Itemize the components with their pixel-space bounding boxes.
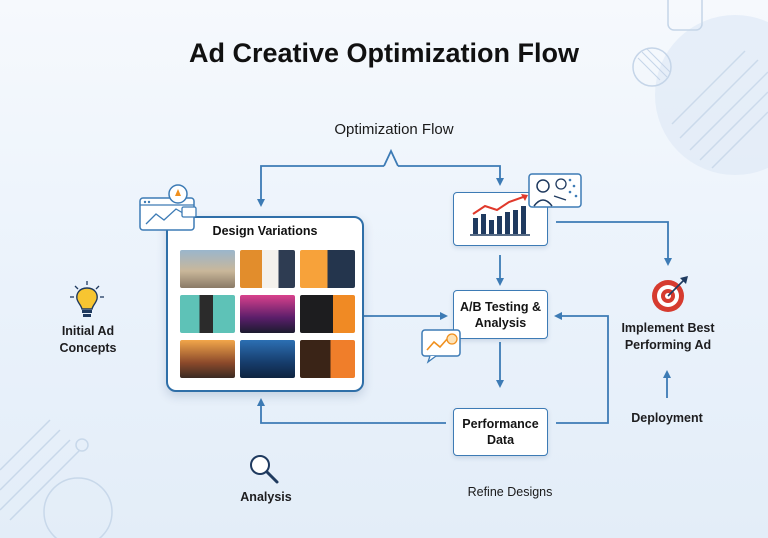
thumbnail-5: [240, 295, 295, 333]
optimization-flow-label: Optimization Flow: [334, 121, 454, 138]
arrow-chart-to-target: [556, 221, 672, 266]
performance-data-line1: Performance: [462, 417, 539, 431]
thumbnail-4: [180, 295, 235, 333]
page-title: Ad Creative Optimization Flow: [188, 38, 580, 68]
design-variations-title: Design Variations: [212, 224, 318, 238]
thumbnail-3: [300, 250, 355, 288]
implement-best-line2: Performing Ad: [624, 338, 712, 352]
arrow-loop-right: [554, 312, 609, 424]
thumbnail-8: [240, 340, 295, 378]
ab-testing-box[interactable]: A/B Testing & Analysis: [453, 290, 548, 339]
arrow-perf-to-design: [257, 398, 446, 424]
initial-concepts-line2: Concepts: [59, 341, 117, 355]
initial-concepts-label: Initial Ad Concepts: [38, 323, 138, 357]
initial-concepts-line1: Initial Ad: [61, 324, 115, 338]
thumbnail-1: [180, 250, 235, 288]
thumbnail-7: [180, 340, 235, 378]
ab-testing-line2: Analysis: [474, 315, 527, 330]
performance-data-line2: Data: [486, 433, 515, 447]
arrow-flow-to-chart: [398, 165, 504, 186]
thumbnail-6: [300, 295, 355, 333]
flow-bracket: [383, 148, 399, 167]
ab-testing-line1: A/B Testing &: [459, 299, 542, 314]
refine-designs-label: Refine Designs: [467, 485, 553, 499]
design-variations-card[interactable]: Design Variations: [166, 216, 364, 392]
deployment-label: Deployment: [631, 411, 703, 425]
performance-data-box[interactable]: Performance Data: [453, 408, 548, 456]
thumbnail-2: [240, 250, 295, 288]
implement-best-label: Implement Best Performing Ad: [608, 320, 728, 354]
implement-best-line1: Implement Best: [621, 321, 715, 335]
analysis-label: Analysis: [240, 490, 292, 504]
arrow-flow-to-design: [257, 165, 384, 207]
thumbnail-9: [300, 340, 355, 378]
